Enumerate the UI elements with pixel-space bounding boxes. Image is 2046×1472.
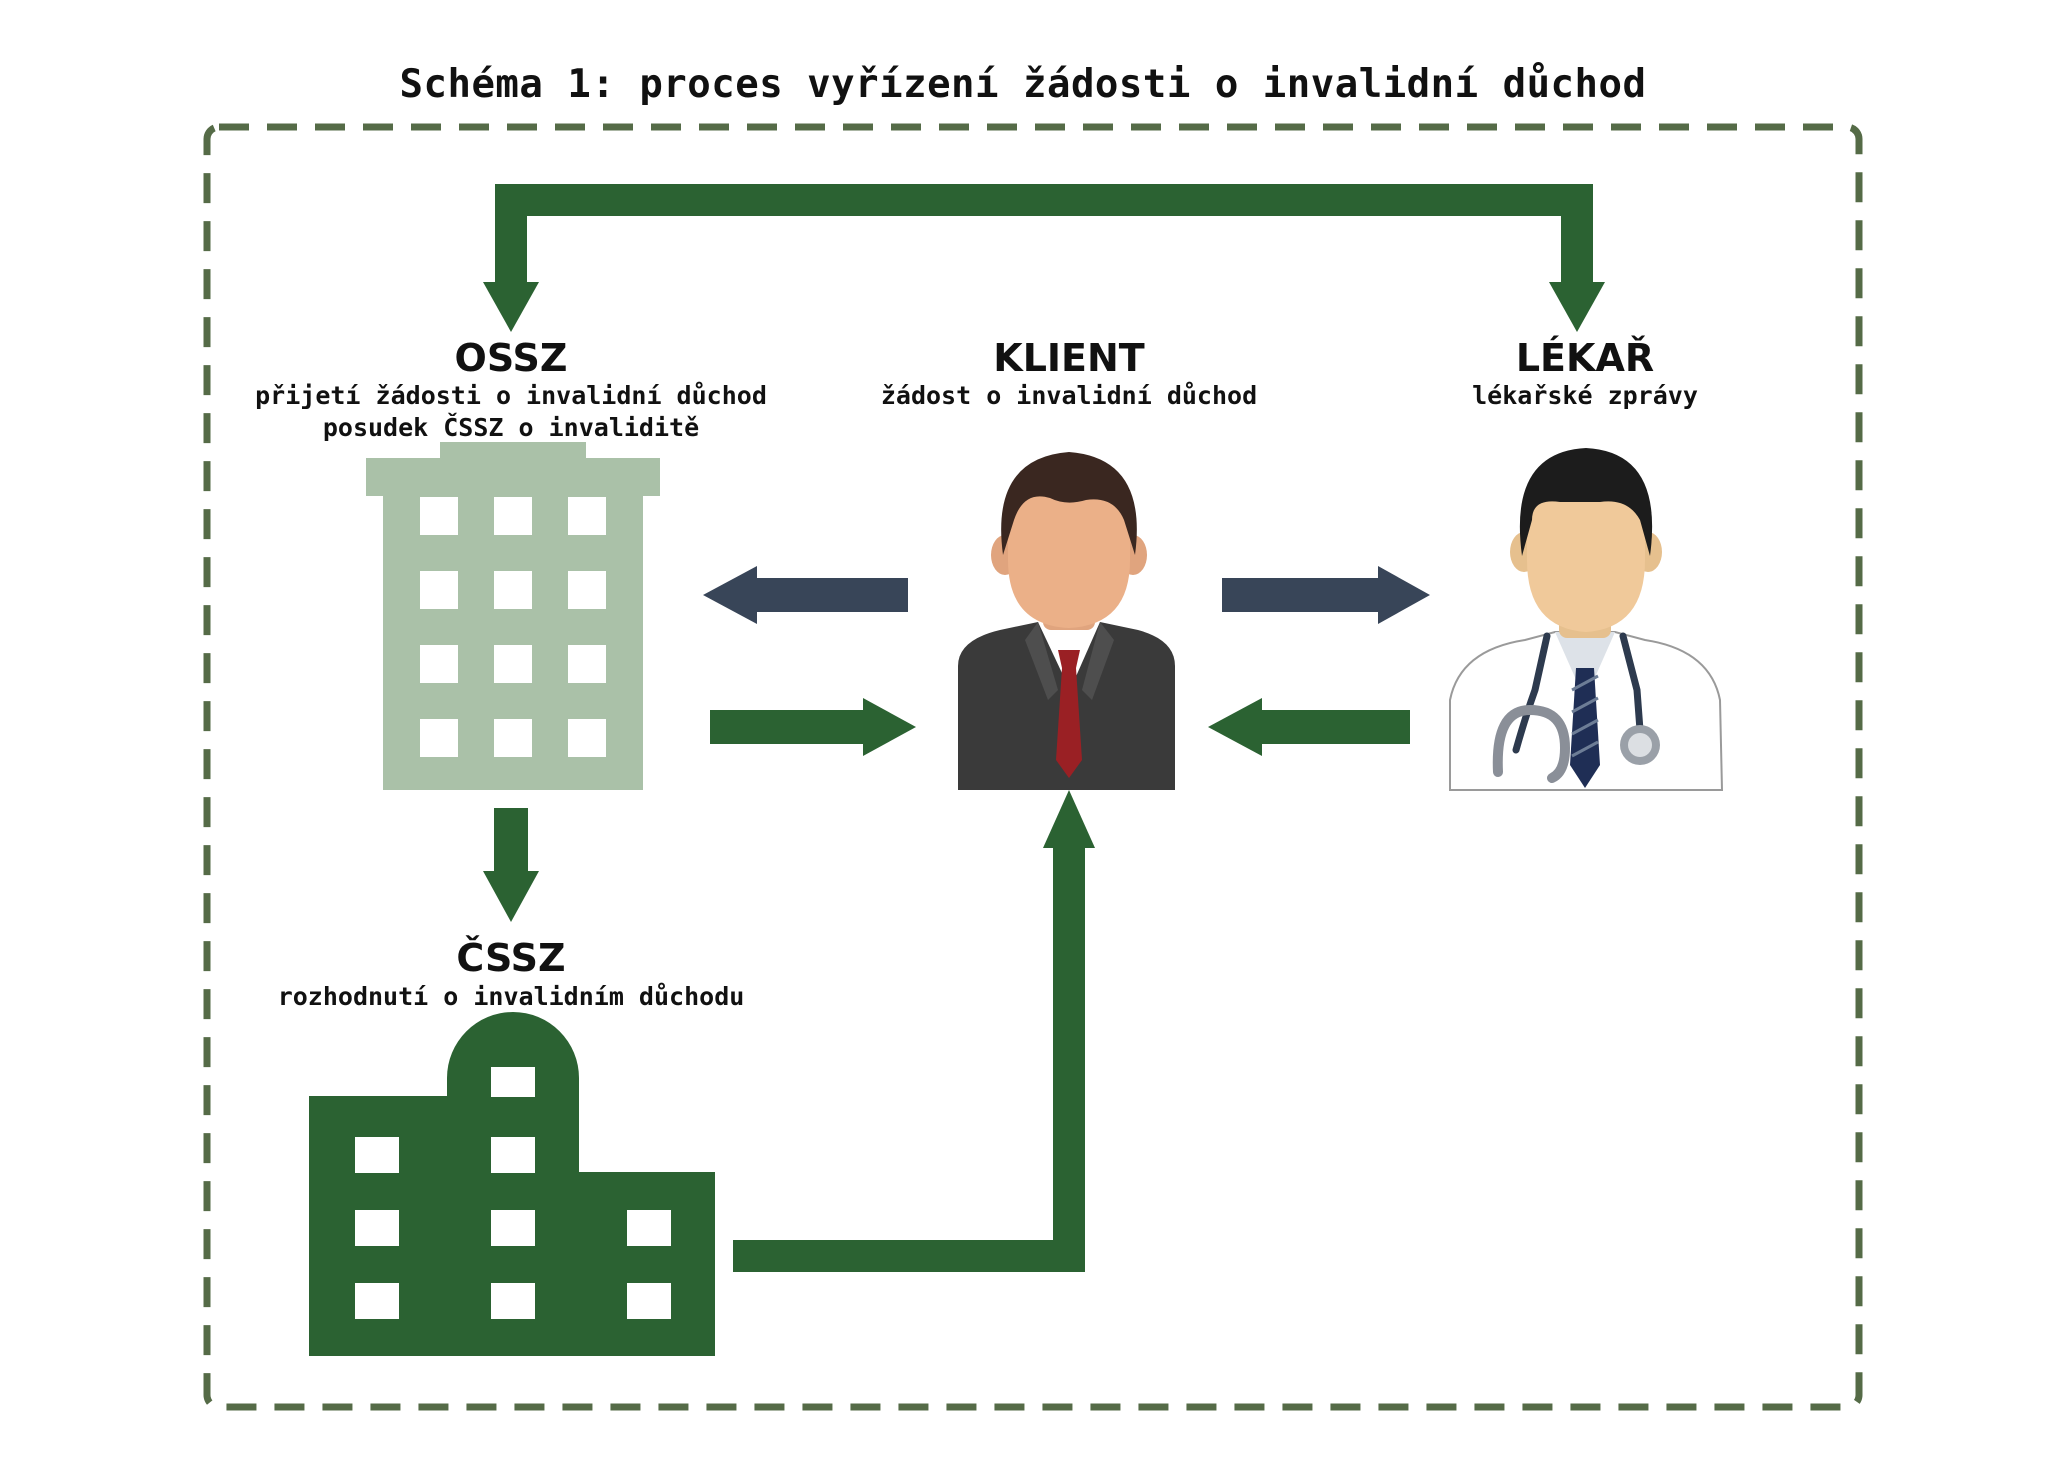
dashed-frame (203, 123, 1863, 1411)
arrow-doctor-to-client (1208, 698, 1410, 756)
client-desc-line-1: žádost o invalidní důchod (880, 381, 1258, 410)
arrow-client-to-ossz (703, 566, 908, 624)
client-person-icon (958, 452, 1175, 790)
arrow-ossz-to-client (710, 698, 916, 756)
ossz-building-icon (366, 442, 660, 790)
arrow-ossz-to-cssz (483, 808, 539, 922)
arrow-client-to-doctor (1222, 566, 1430, 624)
ossz-label: OSSZ (454, 336, 568, 380)
arrow-cssz-to-client (733, 790, 1095, 1272)
doctor-desc-line-1: lékařské zprávy (1472, 381, 1698, 410)
ossz-desc-line-2: posudek ČSSZ o invaliditě (322, 413, 700, 442)
doctor-icon (1449, 448, 1724, 791)
cssz-building-icon (309, 1012, 715, 1356)
client-label: KLIENT (993, 336, 1145, 380)
ossz-desc-line-1: přijetí žádosti o invalidní důchod (255, 381, 767, 410)
top-loop-arrow (483, 184, 1605, 332)
doctor-label: LÉKAŘ (1515, 336, 1655, 380)
cssz-desc-line-1: rozhodnutí o invalidním důchodu (277, 982, 745, 1011)
cssz-label: ČSSZ (456, 936, 566, 980)
diagram-title: Schéma 1: proces vyřízení žádosti o inva… (399, 62, 1647, 107)
